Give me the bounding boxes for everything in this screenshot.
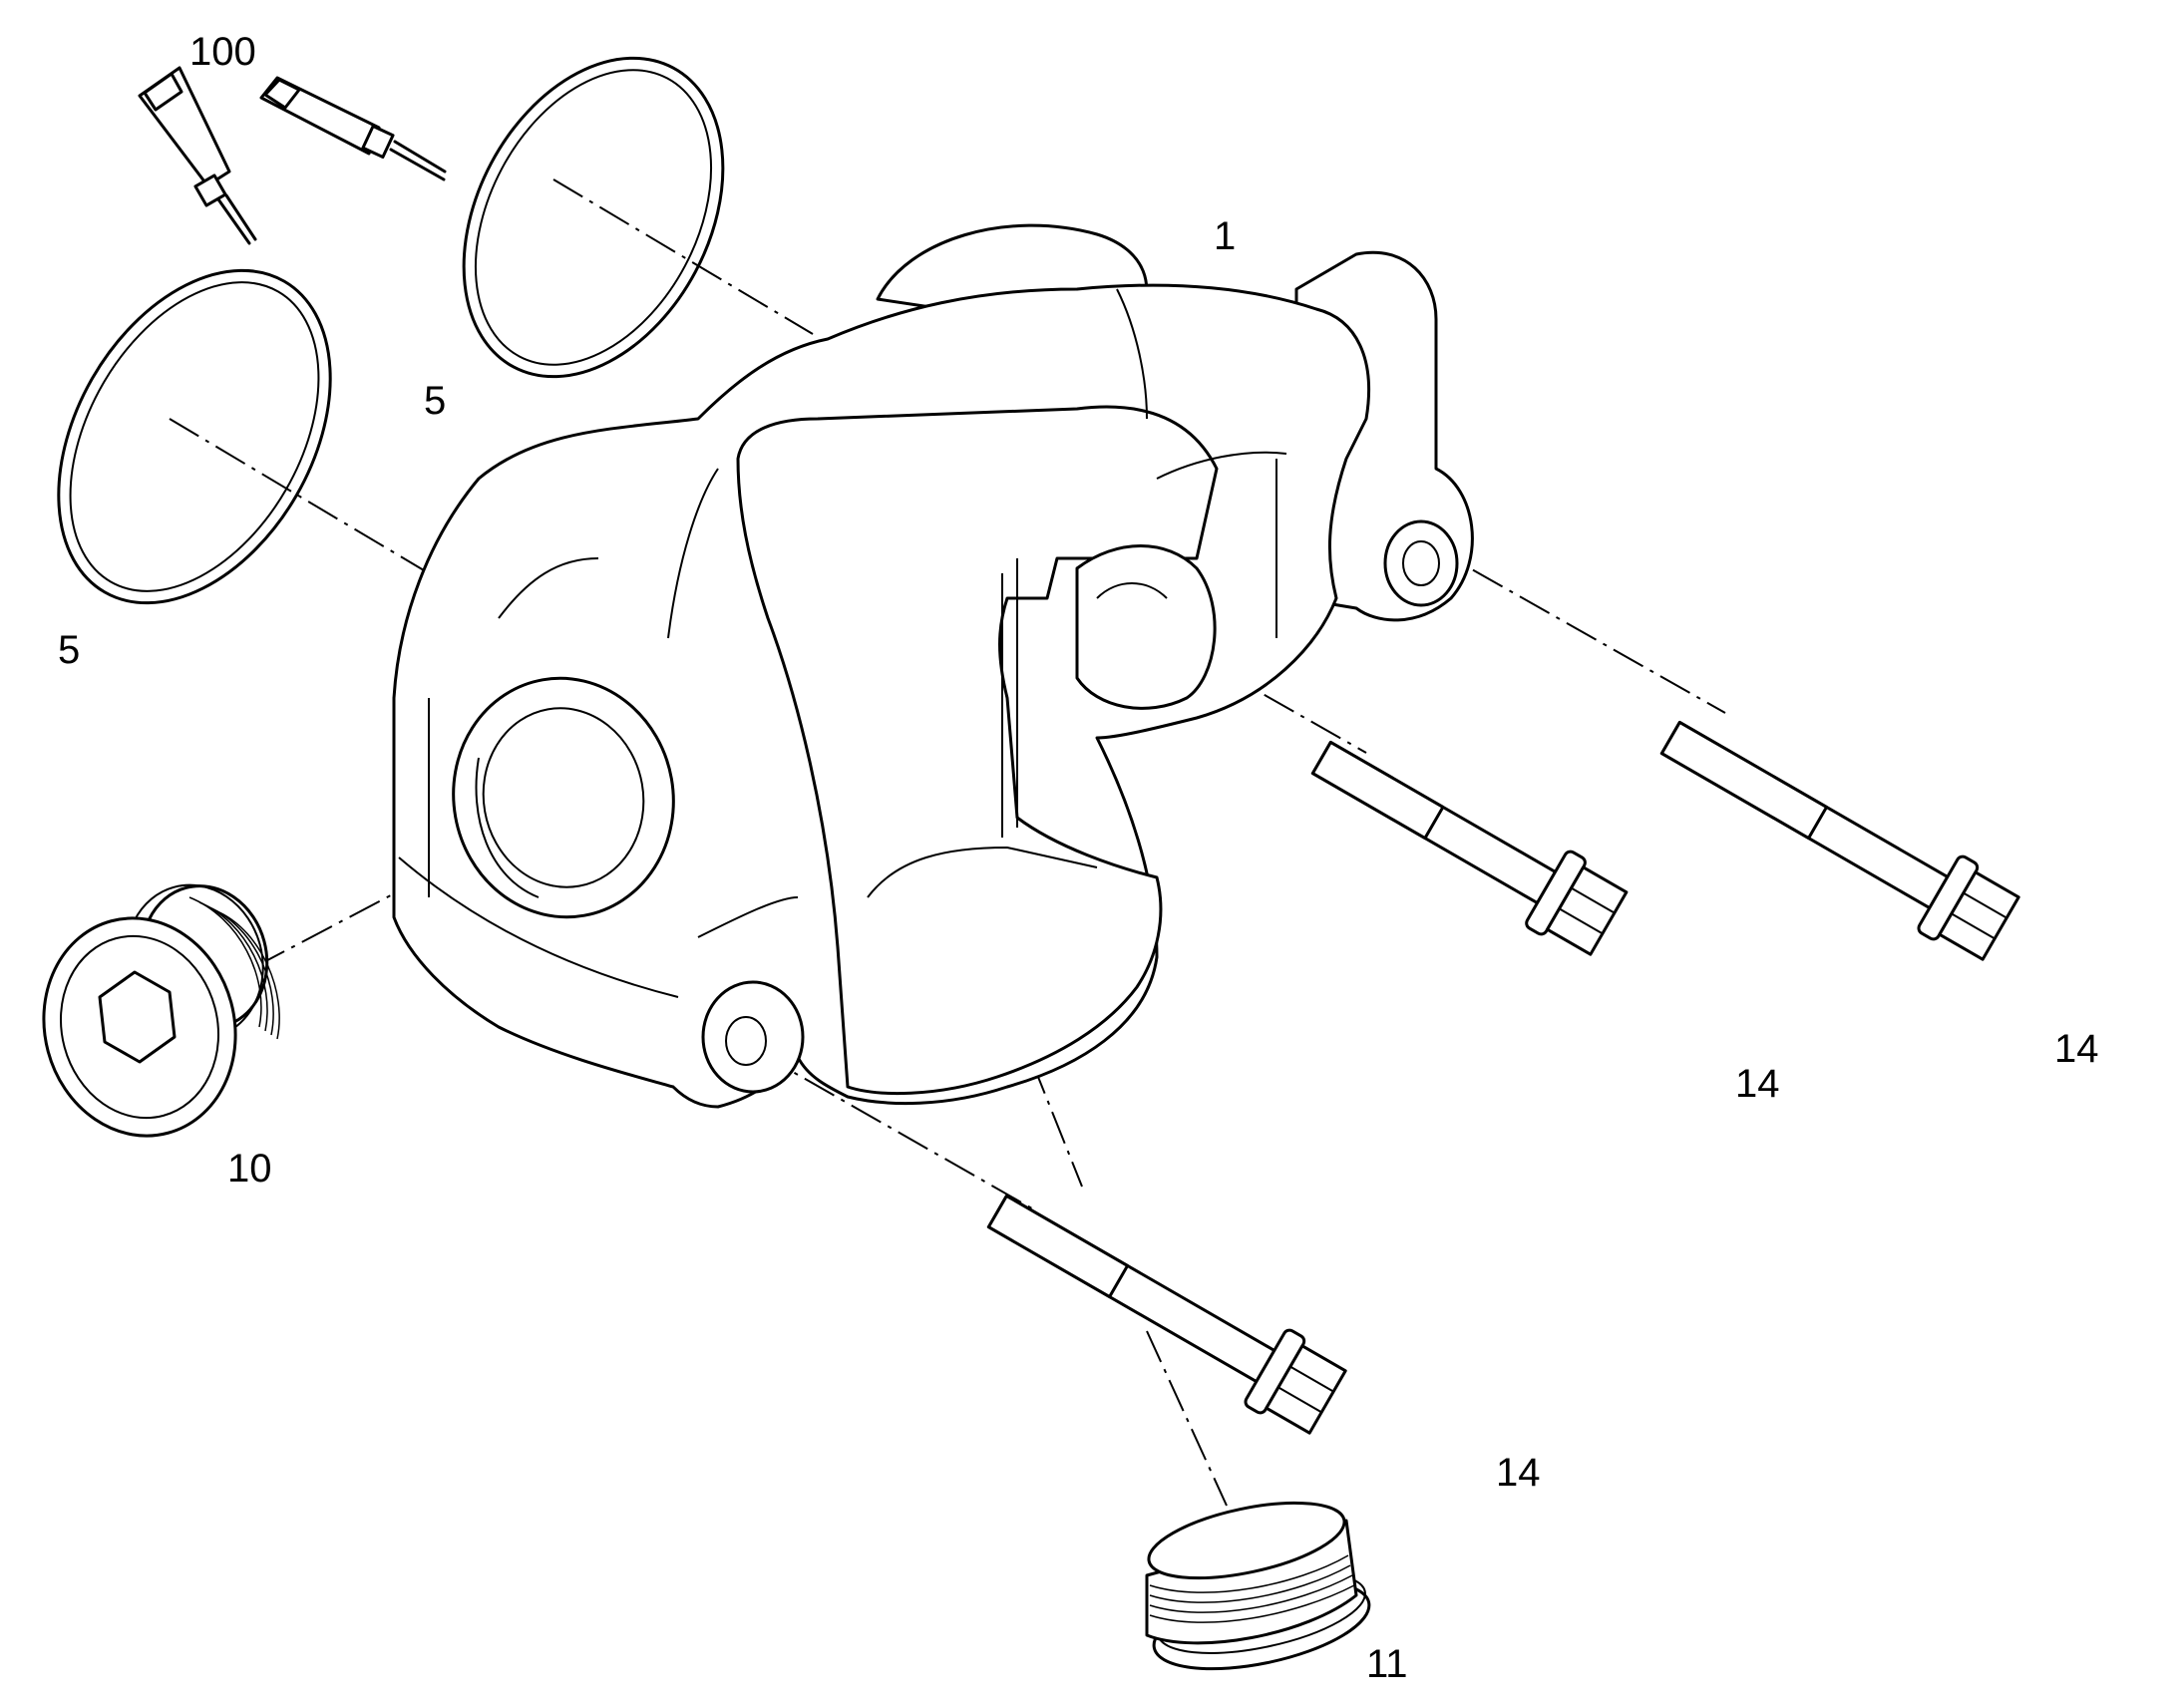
right-bolt-hole	[1383, 519, 1459, 607]
callout-5-upper: 5	[424, 379, 446, 423]
callout-10: 10	[227, 1147, 272, 1191]
callout-5-lower: 5	[58, 628, 80, 672]
bolt-bottom	[986, 1194, 1347, 1435]
callout-100: 100	[189, 30, 256, 74]
housing	[392, 223, 1474, 1109]
sealant-tube-right	[259, 76, 447, 181]
callout-1: 1	[1214, 214, 1236, 258]
sealant-tube-left	[138, 66, 257, 245]
bottom-bolt-hole	[701, 980, 805, 1094]
bolt-middle	[1310, 740, 1629, 956]
plug-left	[42, 883, 280, 1138]
callout-14-right: 14	[2054, 1027, 2099, 1071]
bolt-right	[1659, 720, 2020, 961]
callout-14-middle: 14	[1735, 1062, 1780, 1106]
o-ring-lower	[57, 268, 332, 605]
hex-socket	[98, 970, 177, 1064]
plug-bottom	[1145, 1501, 1371, 1671]
callout-labels: 100 1 5 5 10 14 14 14 11	[58, 30, 2099, 1686]
o-ring-upper	[462, 56, 725, 379]
left-bore	[452, 676, 675, 919]
callout-11: 11	[1366, 1642, 1408, 1686]
callout-14-bottom: 14	[1496, 1451, 1541, 1495]
